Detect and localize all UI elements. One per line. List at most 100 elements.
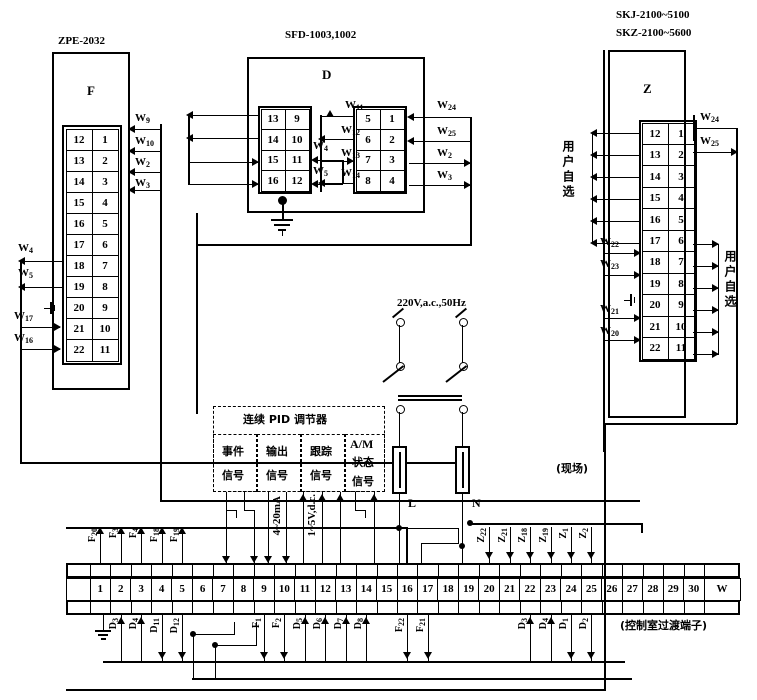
terminal-top-lead (591, 527, 593, 563)
wire-label-w3: W3 (135, 177, 150, 190)
unit-d-a-terminal-cell: 13 (260, 108, 286, 130)
unit-f-terminal-cell: 12 (65, 128, 93, 151)
unit-z-terminal-cell: 21 (641, 315, 669, 339)
terminal-divider (110, 600, 112, 615)
unit-f-terminal-cell: 17 (65, 233, 93, 257)
terminal-cell[interactable]: 18 (437, 577, 459, 601)
terminal-cell[interactable]: 25 (580, 577, 603, 601)
terminal-bottom-label: D6 (312, 618, 325, 630)
terminal-cell[interactable]: 8 (232, 577, 255, 601)
terminal-cell[interactable]: 6 (191, 577, 214, 601)
terminal-cell[interactable]: 4 (150, 577, 173, 601)
terminal-cell[interactable]: 10 (273, 577, 296, 601)
terminal-bottom-lead (304, 615, 306, 661)
terminal-cell[interactable]: 2 (109, 577, 132, 601)
terminal-cell[interactable]: 5 (171, 577, 193, 601)
unit-d-a-terminal-cell: 12 (284, 170, 310, 192)
terminal-cell[interactable]: 14 (355, 577, 378, 601)
terminal-cell-w[interactable]: W (703, 577, 741, 601)
terminal-divider (151, 563, 153, 578)
wire-label-w11: W11 (345, 99, 364, 112)
terminal-divider (663, 563, 665, 578)
terminal-top-arrow (157, 527, 166, 534)
unit-z-terminal-cell: 22 (641, 337, 669, 360)
terminal-bottom-arrow (280, 652, 289, 659)
terminal-cell[interactable]: 19 (457, 577, 480, 601)
terminal-cell[interactable]: 28 (642, 577, 664, 601)
pid-range-current: 4~20mA (271, 496, 283, 536)
unit-f-terminal-frame (62, 125, 122, 365)
unit-f-terminal-cell: 19 (65, 276, 93, 299)
unit-f-name: F (87, 83, 95, 98)
knife-blade-l (382, 365, 405, 383)
unit-d-a-terminal-cell: 16 (260, 170, 286, 192)
terminal-top-label: Z2 (578, 528, 591, 539)
terminal-divider (581, 563, 583, 578)
wire-label-w20: W20 (600, 325, 619, 338)
wire-label-w22: W22 (600, 236, 619, 249)
terminal-cell[interactable]: 3 (130, 577, 152, 601)
terminal-divider (499, 563, 501, 578)
wire-label-w5: W5 (18, 267, 33, 280)
terminal-cell[interactable]: 29 (662, 577, 685, 601)
pid-event-l2: 信号 (222, 469, 244, 482)
terminal-bottom-arrow (321, 617, 330, 624)
terminal-strip-spacer (65, 577, 91, 601)
terminal-cell[interactable]: 17 (416, 577, 439, 601)
terminal-bottom-arrow (546, 617, 555, 624)
unit-f-terminal-cell: 20 (65, 297, 93, 320)
unit-f-terminal-cell: 6 (91, 233, 119, 257)
unit-f-terminal-cell: 4 (91, 191, 119, 214)
unit-z-terminal-cell: 8 (667, 272, 695, 296)
pid-range-voltage: 1~5V,d.c. (306, 494, 318, 537)
terminal-cell[interactable]: 13 (335, 577, 357, 601)
terminal-bottom-label: D7 (332, 618, 345, 630)
unit-f-terminal-cell: 3 (91, 170, 119, 193)
live-label: L (408, 496, 417, 510)
terminal-cell[interactable]: 1 (89, 577, 111, 601)
terminal-cell[interactable]: 23 (539, 577, 562, 601)
unit-z-terminal-cell: 10 (667, 315, 695, 339)
terminal-cell[interactable]: 20 (478, 577, 500, 601)
unit-d-b-terminal-cell: 2 (379, 129, 405, 151)
terminal-cell[interactable]: 24 (560, 577, 582, 601)
terminal-cell[interactable]: 27 (621, 577, 644, 601)
terminal-divider (540, 563, 542, 578)
terminal-divider (171, 600, 173, 615)
terminal-cell[interactable]: 22 (519, 577, 541, 601)
unit-f-terminal-cell: 14 (65, 170, 93, 193)
unit-d-b-terminal-cell: 1 (379, 108, 405, 130)
terminal-bottom-label: D11 (148, 618, 161, 633)
terminal-bottom-label: D2 (578, 618, 591, 630)
terminal-top-label: F20 (87, 528, 100, 543)
terminal-divider (622, 563, 624, 578)
terminal-divider (356, 600, 358, 615)
terminal-top-arrow (566, 552, 575, 559)
pid-am-l3: 信号 (352, 475, 374, 488)
terminal-cell[interactable]: 7 (212, 577, 234, 601)
terminal-cell[interactable]: 15 (376, 577, 398, 601)
terminal-cell[interactable]: 21 (498, 577, 521, 601)
terminal-divider (274, 600, 276, 615)
terminal-top-arrow (96, 527, 105, 534)
terminal-cell[interactable]: 30 (683, 577, 705, 601)
terminal-divider (315, 600, 317, 615)
terminal-bottom-label: D12 (169, 618, 182, 634)
terminal-divider (212, 563, 214, 578)
terminal-divider (519, 600, 521, 615)
terminal-cell[interactable]: 9 (253, 577, 275, 601)
terminal-cell[interactable]: 16 (396, 577, 418, 601)
terminal-divider (417, 563, 419, 578)
terminal-cell[interactable]: 12 (314, 577, 337, 601)
title-zpe-2032: ZPE-2032 (58, 35, 106, 47)
terminal-cell[interactable]: 26 (601, 577, 623, 601)
terminal-cell[interactable]: 11 (294, 577, 316, 601)
terminal-divider (642, 563, 644, 578)
wire-label-d-w5: W5 (313, 165, 328, 178)
title-sfd-1003: SFD-1003,1002 (285, 29, 357, 41)
unit-z-terminal-cell: 4 (667, 186, 695, 210)
unit-z-terminal-cell: 14 (641, 165, 669, 188)
